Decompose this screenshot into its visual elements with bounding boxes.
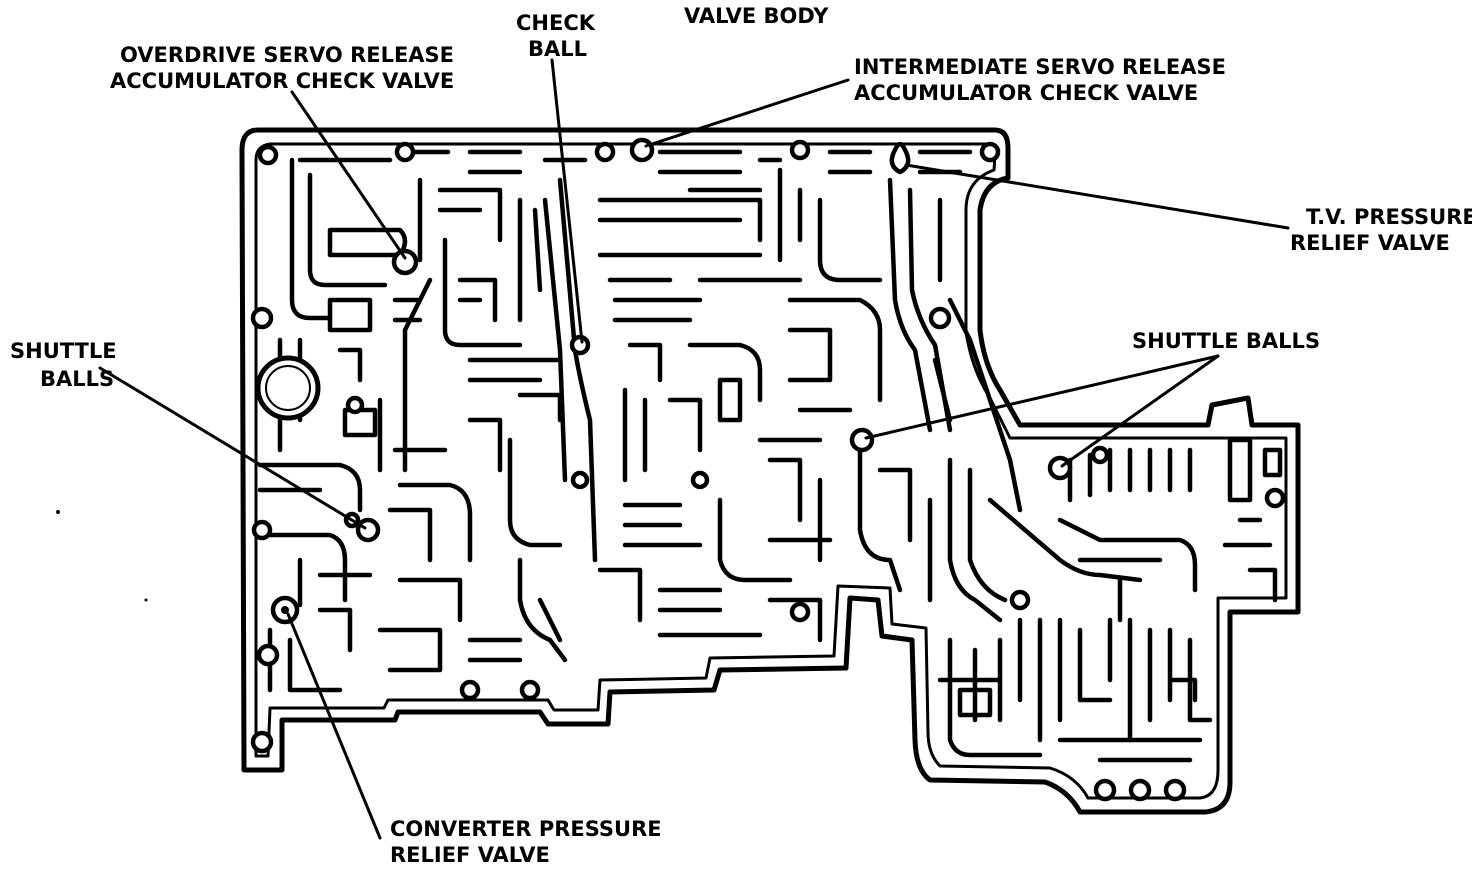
leader-lines xyxy=(98,58,1290,840)
leader-intermediate xyxy=(644,78,850,148)
small-check-bore xyxy=(345,395,365,415)
label-shuttle-left-line2: BALLS xyxy=(40,367,114,391)
bolt-holes xyxy=(250,139,1286,802)
leader-shuttle-center xyxy=(864,354,1220,440)
leader-check-ball xyxy=(550,58,584,344)
diagram-title: VALVE BODY xyxy=(684,4,829,28)
label-checkball-line1: CHECK xyxy=(516,11,596,35)
label-checkball-line2: BALL xyxy=(528,37,587,61)
label-intermediate-line2: ACCUMULATOR CHECK VALVE xyxy=(854,81,1198,105)
valve-components xyxy=(255,137,1073,625)
label-shuttle-left-line1: SHUTTLE xyxy=(10,339,117,363)
intermediate-check-valve xyxy=(629,137,655,163)
check-ball xyxy=(569,334,591,356)
fluid-passages xyxy=(257,149,1283,763)
label-tv-line1: T.V. PRESSURE xyxy=(1306,205,1472,229)
shuttle-ball-left xyxy=(355,517,381,543)
shuttle-ball-center xyxy=(849,427,875,453)
leader-overdrive xyxy=(290,90,407,260)
label-tv-line2: RELIEF VALVE xyxy=(1290,231,1450,255)
leader-converter xyxy=(286,612,382,840)
converter-relief-valve-core xyxy=(281,606,289,614)
label-shuttle-right: SHUTTLE BALLS xyxy=(1132,329,1320,353)
label-converter-line2: RELIEF VALVE xyxy=(390,843,550,867)
leader-shuttle-right xyxy=(1060,354,1220,468)
leader-tv xyxy=(904,163,1290,230)
speck xyxy=(56,510,60,514)
label-overdrive-line1: OVERDRIVE SERVO RELEASE xyxy=(120,43,454,67)
label-overdrive-line2: ACCUMULATOR CHECK VALVE xyxy=(110,69,454,93)
speck xyxy=(144,598,148,602)
overdrive-check-valve xyxy=(391,248,419,276)
tv-relief-valve xyxy=(889,141,911,175)
leader-shuttle-left xyxy=(98,366,367,530)
large-bore-inner xyxy=(265,365,311,411)
label-intermediate-line1: INTERMEDIATE SERVO RELEASE xyxy=(854,55,1226,79)
labels: VALVE BODY OVERDRIVE SERVO RELEASE ACCUM… xyxy=(10,4,1472,867)
label-converter-line1: CONVERTER PRESSURE xyxy=(390,817,662,841)
